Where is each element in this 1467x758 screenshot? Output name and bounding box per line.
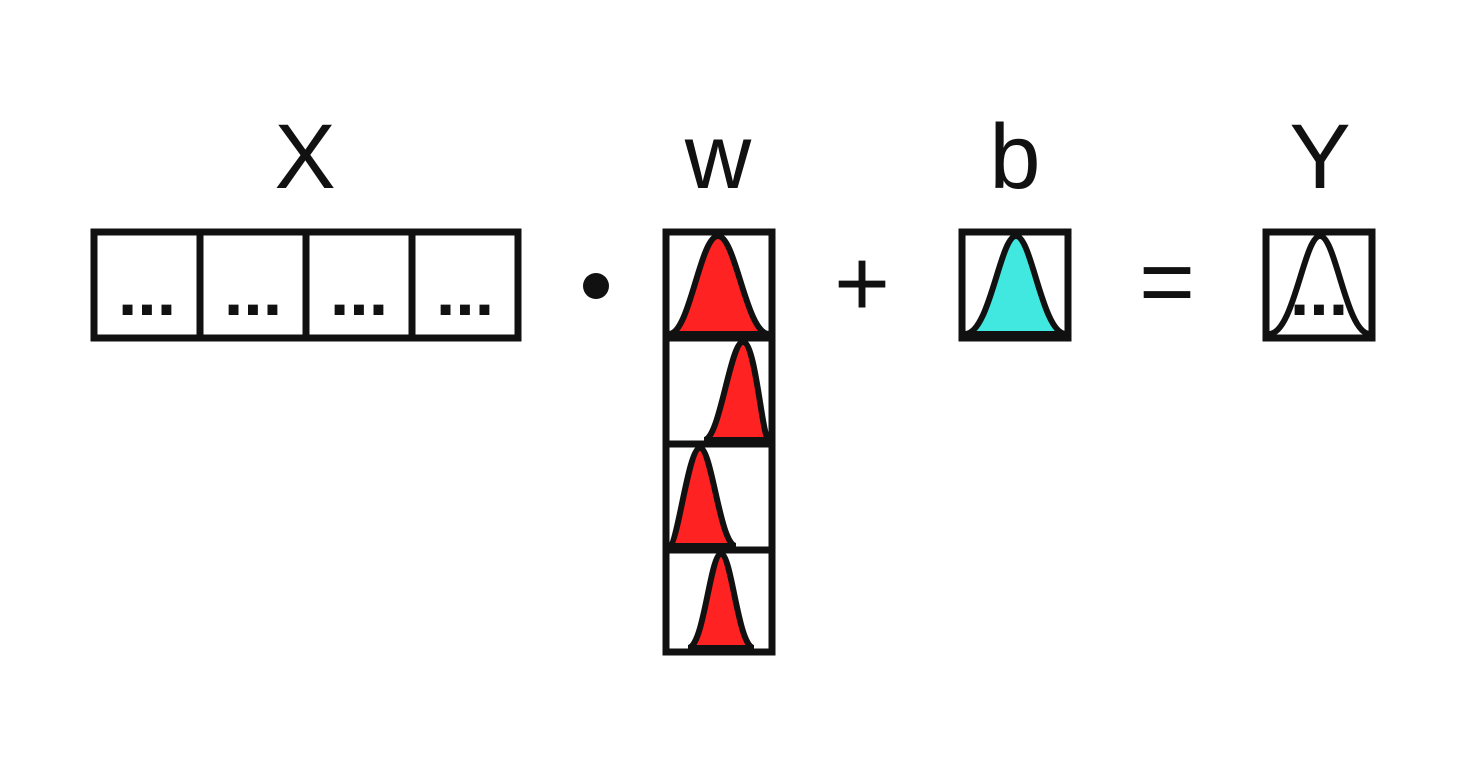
y-vector: ...	[1262, 228, 1376, 342]
label-w: w	[684, 106, 752, 208]
equals-operator: =	[1139, 228, 1195, 335]
x-cell-dots: ...	[118, 252, 176, 330]
x-cell	[302, 228, 416, 342]
w-vector	[662, 228, 776, 656]
label-b: b	[989, 106, 1040, 208]
x-cell-dots: ...	[436, 252, 494, 330]
label-x: X	[274, 106, 335, 208]
x-cell	[90, 228, 204, 342]
b-vector	[958, 228, 1072, 342]
x-cell-dots: ...	[224, 252, 282, 330]
plus-operator: +	[834, 230, 890, 337]
y-distribution-curve	[1268, 232, 1371, 337]
b-distribution-curve	[964, 232, 1067, 337]
w-distribution-curve	[667, 232, 770, 337]
dot-product-operator	[583, 273, 609, 299]
w-distribution-curve	[702, 338, 772, 443]
x-cell	[408, 228, 522, 342]
label-y: Y	[1289, 106, 1350, 208]
x-vector: ... ... ... ...	[90, 228, 522, 342]
w-distribution-curve	[666, 444, 738, 549]
x-cell	[196, 228, 310, 342]
w-distribution-curve	[686, 550, 756, 651]
x-cell-dots: ...	[330, 252, 388, 330]
